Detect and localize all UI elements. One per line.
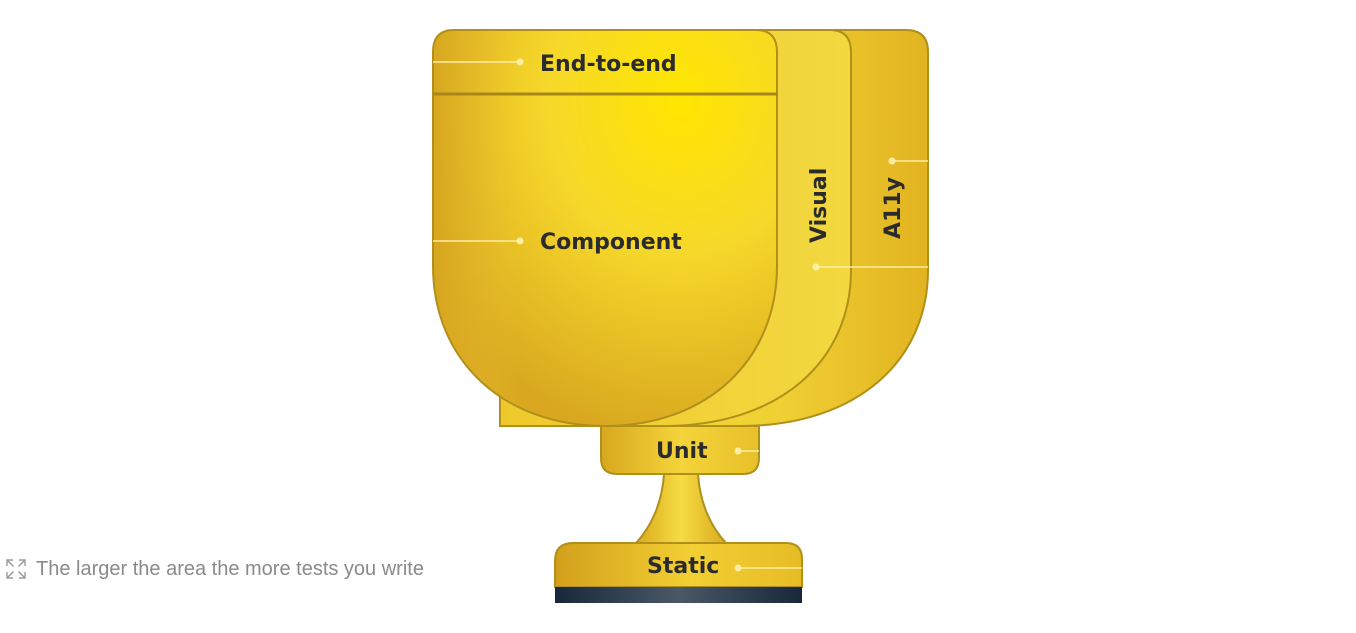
pointer-static: [734, 564, 802, 572]
label-visual: Visual: [807, 168, 832, 243]
label-end-to-end: End-to-end: [540, 52, 677, 77]
diagram-caption: The larger the area the more tests you w…: [4, 555, 424, 583]
expand-icon[interactable]: [4, 557, 28, 581]
pointer-end-to-end: [433, 58, 524, 66]
pointer-a11y: [888, 157, 928, 165]
label-static: Static: [647, 554, 719, 579]
trophy-stem: [633, 473, 729, 544]
pointer-component: [433, 237, 524, 245]
label-a11y: A11y: [881, 177, 906, 239]
label-unit: Unit: [656, 439, 708, 464]
caption-text: The larger the area the more tests you w…: [36, 557, 424, 580]
layer-unit-shape: [600, 425, 760, 475]
trophy-base: [555, 587, 802, 603]
pointer-visual: [812, 263, 928, 271]
label-component: Component: [540, 230, 682, 255]
pointer-unit: [734, 447, 759, 455]
front-cup-shade: [434, 31, 776, 425]
